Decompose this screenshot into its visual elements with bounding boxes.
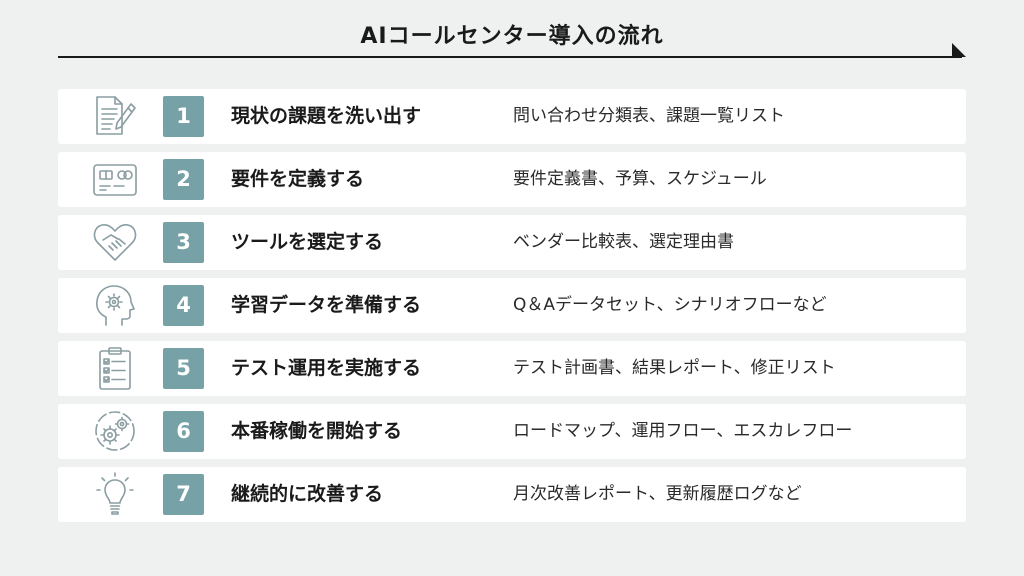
step-output: テスト計画書、結果レポート、修正リスト	[513, 358, 836, 378]
step-number: 7	[163, 474, 204, 515]
step-title: テスト運用を実施する	[231, 357, 422, 379]
step-row-1: 1 現状の課題を洗い出す 問い合わせ分類表、課題一覧リスト	[58, 89, 966, 144]
step-number: 5	[163, 348, 204, 389]
step-row-2: 2 要件を定義する 要件定義書、予算、スケジュール	[58, 152, 966, 207]
step-output: Q＆Aデータセット、シナリオフローなど	[513, 295, 827, 315]
step-title: 継続的に改善する	[231, 483, 384, 505]
step-row-6: 6 本番稼働を開始する ロードマップ、運用フロー、エスカレフロー	[58, 404, 966, 459]
brain-gear-icon	[91, 283, 139, 328]
step-number: 6	[163, 411, 204, 452]
step-output: ベンダー比較表、選定理由書	[513, 232, 734, 252]
step-title: 要件を定義する	[231, 168, 365, 190]
step-row-4: 4 学習データを準備する Q＆Aデータセット、シナリオフローなど	[58, 278, 966, 333]
step-output: ロードマップ、運用フロー、エスカレフロー	[513, 421, 853, 441]
step-number: 1	[163, 96, 204, 137]
step-number: 2	[163, 159, 204, 200]
page-title: AIコールセンター導入の流れ	[360, 24, 664, 49]
lightbulb-icon	[91, 472, 139, 517]
title-rule	[58, 56, 962, 58]
step-output: 月次改善レポート、更新履歴ログなど	[513, 484, 802, 504]
step-number: 3	[163, 222, 204, 263]
step-title: ツールを選定する	[231, 231, 384, 253]
step-row-3: 3 ツールを選定する ベンダー比較表、選定理由書	[58, 215, 966, 270]
step-number: 4	[163, 285, 204, 326]
step-row-5: 5 テスト運用を実施する テスト計画書、結果レポート、修正リスト	[58, 341, 966, 396]
gears-icon	[91, 409, 139, 454]
step-output: 問い合わせ分類表、課題一覧リスト	[513, 106, 785, 126]
steps-list: 1 現状の課題を洗い出す 問い合わせ分類表、課題一覧リスト 2 要件を定義する …	[58, 89, 966, 530]
step-output: 要件定義書、予算、スケジュール	[513, 169, 767, 189]
step-title: 現状の課題を洗い出す	[231, 105, 422, 127]
document-pen-icon	[91, 94, 139, 139]
step-title: 本番稼働を開始する	[231, 420, 403, 442]
step-title: 学習データを準備する	[231, 294, 422, 316]
step-row-7: 7 継続的に改善する 月次改善レポート、更新履歴ログなど	[58, 467, 966, 522]
credit-card-icon	[91, 157, 139, 202]
title-arrow-icon	[952, 43, 966, 57]
checklist-clipboard-icon	[91, 346, 139, 391]
handshake-heart-icon	[91, 220, 139, 265]
